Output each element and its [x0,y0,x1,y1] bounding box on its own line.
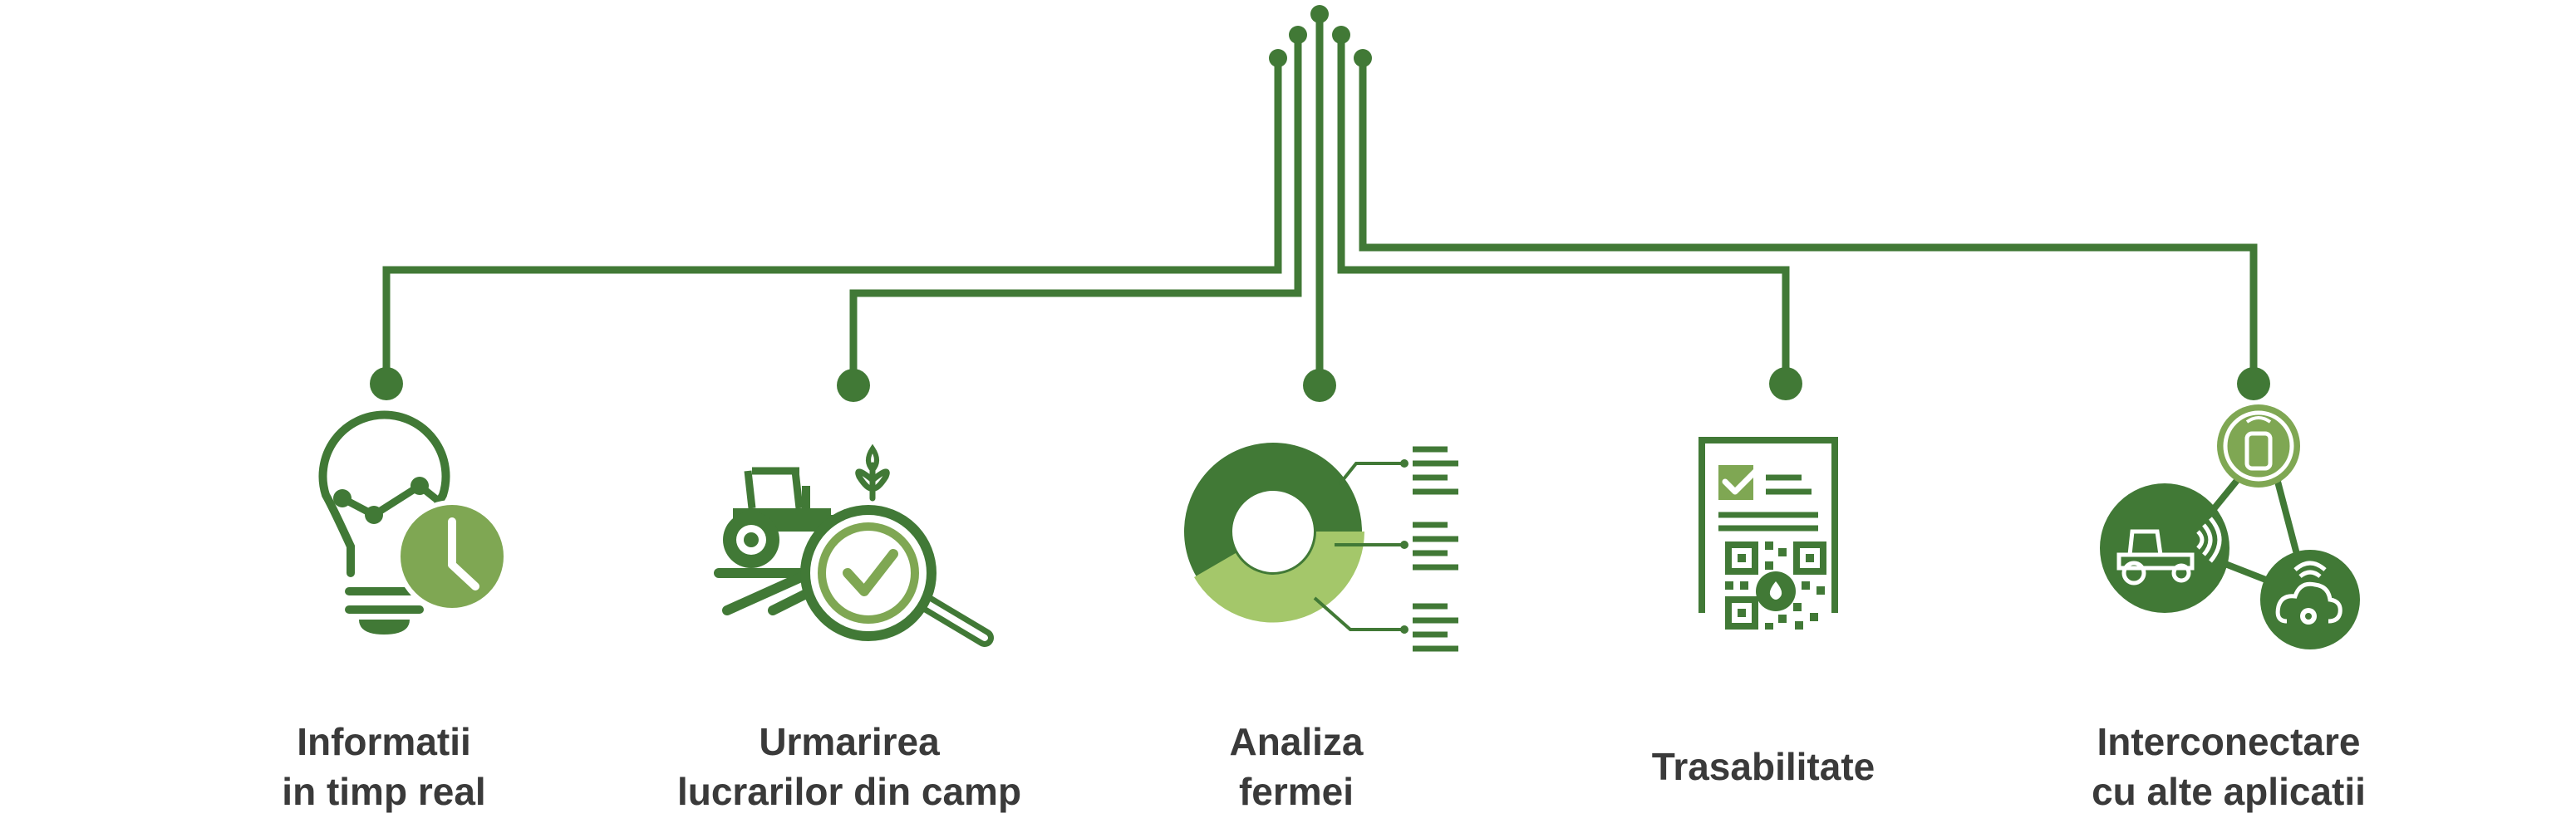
feature-label-interconectare: Interconectare cu alte aplicatii [2013,717,2445,816]
circuit-connectors [382,14,2258,384]
label-line: fermei [1238,770,1354,813]
feature-label-trasabilitate: Trasabilitate [1547,742,1979,791]
connector-trasabilitate [1337,35,1790,382]
label-line: Analiza [1229,720,1364,763]
document-qr-icon [1698,437,1838,630]
donut-chart-icon [1184,443,1458,652]
feature-label-urmarirea: Urmarirea lucrarilor din camp [633,717,1065,816]
tractor-magnifier-icon [714,443,994,647]
label-line: Informatii [297,720,471,763]
connected-apps-icon [2100,404,2360,649]
label-line: Interconectare [2097,720,2361,763]
feature-label-informatii: Informatii in timp real [168,717,600,816]
connector-top-dot [1354,49,1372,67]
connector-urmarirea [849,35,1302,384]
feature-label-analiza: Analiza fermei [1080,717,1512,816]
connector-informatii [382,58,1282,382]
label-line: cu alte aplicatii [2092,770,2366,813]
label-line: Urmarirea [759,720,940,763]
lightbulb-clock-icon [318,410,509,635]
connector-end-dot [837,369,870,402]
connector-end-dot [1769,367,1802,400]
connector-top-dot [1310,5,1329,23]
label-line: in timp real [282,770,486,813]
connector-top-dot [1269,49,1287,67]
label-line: Trasabilitate [1651,745,1875,788]
connector-dots [370,5,2270,402]
connector-top-dot [1332,26,1350,44]
connector-interconectare [1359,58,2258,382]
connector-end-dot [2237,367,2270,400]
connector-end-dot [1303,369,1336,402]
connector-end-dot [370,367,403,400]
connector-top-dot [1289,26,1307,44]
label-line: lucrarilor din camp [676,770,1022,813]
